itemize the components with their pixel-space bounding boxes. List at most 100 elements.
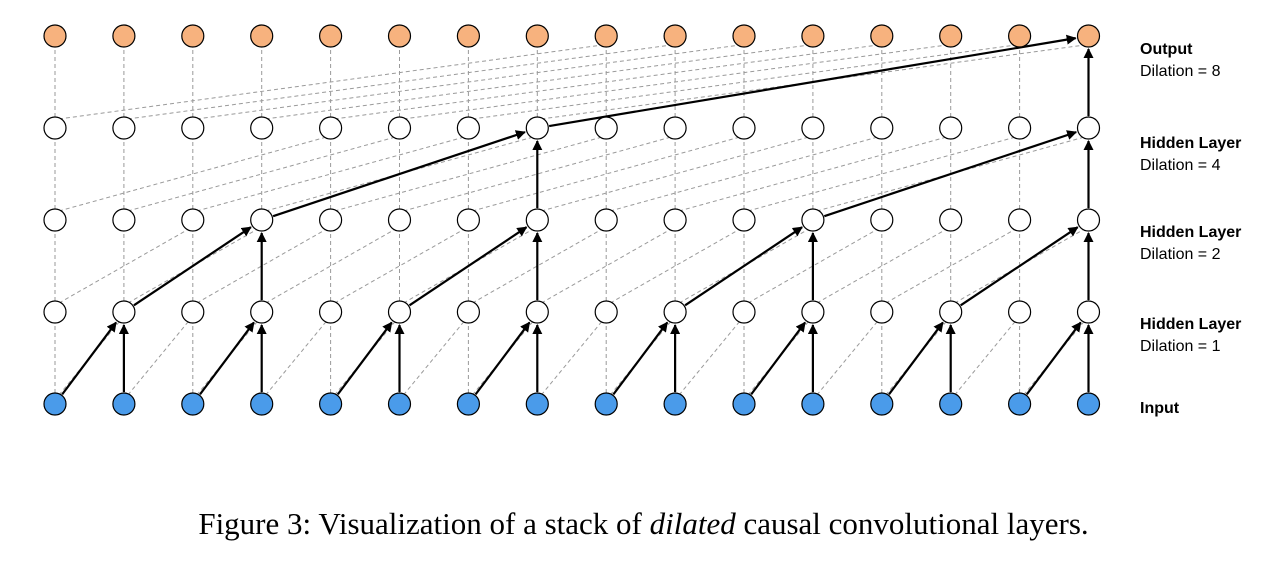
dependency-arrow	[1025, 321, 1082, 396]
dashed-diagonal-connection	[196, 320, 259, 396]
output-node	[870, 24, 894, 48]
dashed-diagonal-connection	[540, 320, 603, 396]
hidden-node	[939, 116, 963, 140]
dependency-arrow	[408, 226, 528, 307]
hidden-node	[43, 116, 67, 140]
hidden-node	[663, 116, 687, 140]
hidden-node	[870, 300, 894, 324]
dependency-arrow	[684, 226, 803, 307]
dashed-diagonal-connection	[885, 320, 948, 396]
hidden-node	[319, 208, 343, 232]
hidden-node	[525, 300, 549, 324]
hidden-node	[456, 116, 480, 140]
dashed-connection-lines	[54, 44, 1089, 396]
dilated-convolution-diagram: Output Dilation = 8 Hidden Layer Dilatio…	[43, 24, 1241, 417]
hidden-layer-2-dilation: Dilation = 2	[1140, 246, 1221, 263]
hidden-node	[1007, 300, 1032, 324]
hidden-node	[250, 208, 274, 232]
dashed-diagonal-connection	[127, 228, 258, 304]
dashed-diagonal-connection	[472, 44, 1016, 120]
dependency-arrow	[336, 321, 393, 396]
dependency-arrow	[474, 321, 531, 396]
hidden-layer-1-dilation: Dilation = 1	[1140, 338, 1221, 355]
output-node	[525, 24, 549, 48]
output-node	[43, 24, 67, 48]
dashed-diagonal-connection	[196, 136, 465, 212]
dashed-diagonal-connection	[334, 136, 603, 212]
dashed-diagonal-connection	[954, 320, 1016, 396]
hidden-node	[387, 116, 412, 140]
dashed-diagonal-connection	[816, 136, 1085, 212]
output-node	[456, 24, 480, 48]
dashed-diagonal-connection	[541, 136, 810, 212]
dashed-diagonal-connection	[58, 44, 603, 120]
hidden-node	[43, 208, 67, 232]
output-node	[1007, 24, 1032, 48]
hidden-node	[525, 208, 549, 232]
dashed-diagonal-connection	[58, 320, 121, 396]
hidden-node	[1076, 300, 1101, 324]
hidden-node	[181, 300, 205, 324]
dashed-diagonal-connection	[1023, 320, 1085, 396]
input-node	[456, 392, 480, 416]
output-node	[250, 24, 274, 48]
dependency-arrow	[888, 321, 944, 396]
dashed-diagonal-connection	[678, 228, 810, 304]
hidden-node	[525, 116, 549, 140]
hidden-node	[870, 116, 894, 140]
hidden-node	[801, 300, 825, 324]
output-layer-title: Output	[1140, 41, 1193, 58]
hidden-node	[319, 300, 343, 324]
caption-emphasis: dilated	[649, 506, 736, 541]
dashed-diagonal-connection	[265, 320, 327, 396]
output-node	[732, 24, 756, 48]
hidden-node	[112, 208, 136, 232]
dashed-diagonal-connection	[403, 44, 947, 120]
dashed-diagonal-connection	[403, 136, 672, 212]
input-node	[250, 392, 274, 416]
input-node	[181, 392, 205, 416]
dashed-diagonal-connection	[678, 136, 947, 212]
highlighted-dependency-arrows	[61, 34, 1094, 396]
dashed-diagonal-connection	[403, 228, 534, 304]
hidden-node	[43, 300, 67, 324]
input-node	[801, 392, 825, 416]
dashed-diagonal-connection	[127, 44, 672, 120]
dashed-diagonal-connection	[747, 228, 879, 304]
hidden-node	[594, 116, 618, 140]
hidden-node	[594, 300, 618, 324]
dashed-diagonal-connection	[127, 136, 396, 212]
output-node	[663, 24, 687, 48]
hidden-node	[1007, 208, 1032, 232]
hidden-node	[456, 208, 480, 232]
dashed-diagonal-connection	[610, 136, 878, 212]
input-node	[1007, 392, 1032, 416]
dependency-arrow	[960, 226, 1079, 307]
hidden-node	[181, 116, 205, 140]
figure-caption: Figure 3: Visualization of a stack of di…	[0, 506, 1287, 542]
dashed-diagonal-connection	[541, 228, 672, 304]
hidden-node	[181, 208, 205, 232]
dependency-arrow	[750, 321, 806, 396]
hidden-layer-2-title: Hidden Layer	[1140, 224, 1241, 241]
hidden-node	[663, 208, 687, 232]
dashed-diagonal-connection	[885, 228, 1016, 304]
dashed-diagonal-connection	[954, 228, 1085, 304]
hidden-node	[1076, 208, 1101, 232]
hidden-node	[801, 208, 825, 232]
output-node	[181, 24, 205, 48]
caption-suffix: causal convolutional layers.	[735, 506, 1089, 541]
input-node	[939, 392, 963, 416]
hidden-node	[319, 116, 343, 140]
hidden-node	[387, 300, 412, 324]
hidden-node	[732, 300, 756, 324]
input-node	[732, 392, 756, 416]
hidden-node	[112, 116, 136, 140]
dashed-diagonal-connection	[472, 320, 534, 396]
hidden-node	[939, 208, 963, 232]
hidden-node	[732, 208, 756, 232]
dashed-diagonal-connection	[196, 228, 327, 304]
output-node	[801, 24, 825, 48]
output-node	[112, 24, 136, 48]
input-node	[112, 392, 136, 416]
